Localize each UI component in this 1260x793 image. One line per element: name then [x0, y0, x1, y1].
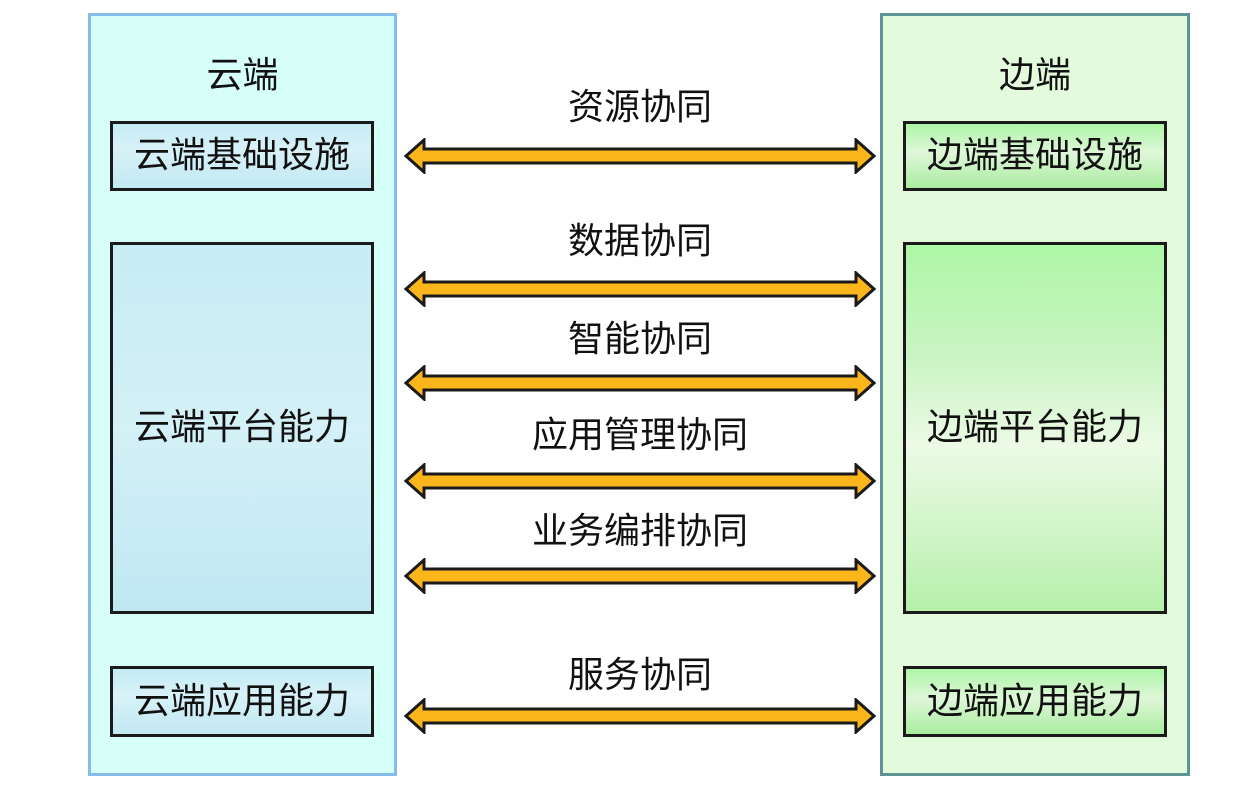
edge-panel-title: 边端	[998, 55, 1071, 96]
edge-application-box: 边端应用能力	[903, 666, 1167, 737]
double-arrow-icon-app-management	[404, 463, 876, 499]
cloud-platform-box: 云端平台能力	[110, 242, 374, 614]
double-arrow-icon-service	[404, 698, 876, 734]
cloud-infrastructure-box: 云端基础设施	[110, 121, 374, 191]
collab-label-business-orchestration: 业务编排协同	[531, 511, 748, 552]
collab-label-data: 数据协同	[567, 221, 712, 262]
edge-platform-box: 边端平台能力	[903, 242, 1167, 614]
double-arrow-icon-resource	[404, 138, 876, 174]
collab-label-service: 服务协同	[567, 655, 712, 696]
collab-label-app-management: 应用管理协同	[531, 415, 748, 456]
double-arrow-icon-data	[404, 271, 876, 307]
double-arrow-icon-business-orchestration	[404, 558, 876, 594]
collab-label-resource: 资源协同	[567, 87, 712, 128]
double-arrow-icon-intelligence	[404, 365, 876, 401]
collab-label-intelligence: 智能协同	[567, 319, 712, 360]
cloud-panel-title: 云端	[206, 55, 279, 96]
edge-infrastructure-box: 边端基础设施	[903, 121, 1167, 191]
cloud-application-box: 云端应用能力	[110, 666, 374, 737]
